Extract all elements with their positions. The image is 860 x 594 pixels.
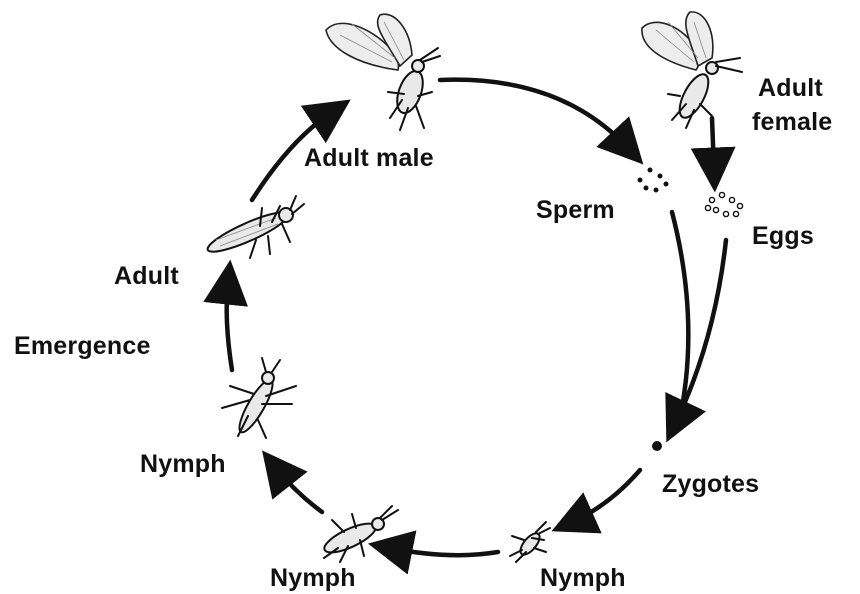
- adult-female-insect: [642, 12, 742, 128]
- arrow-male-to-sperm: [440, 80, 628, 148]
- nymph-small-insect: [510, 522, 550, 562]
- zygote-dot: [652, 441, 662, 451]
- arrow-nymph-to-nymph: [390, 548, 498, 555]
- eggs-cluster: [705, 192, 742, 216]
- label-eggs: Eggs: [752, 222, 814, 250]
- label-adult-female-line2: female: [752, 108, 832, 136]
- arrow-female-to-eggs: [712, 118, 714, 170]
- adult-wingless-insect: [204, 196, 304, 258]
- arrow-zygotes-to-nymph: [572, 470, 640, 522]
- label-adult-male: Adult male: [304, 144, 434, 172]
- label-adult: Adult: [114, 262, 179, 290]
- sperm-cluster: [638, 168, 669, 193]
- arrow-emergence: [227, 282, 232, 370]
- label-nymph-left: Nymph: [140, 450, 226, 478]
- label-sperm: Sperm: [536, 196, 615, 224]
- arrow-nymph-to-nymph-left: [276, 468, 322, 512]
- label-adult-female-line1: Adult: [758, 74, 823, 102]
- label-nymph-right: Nymph: [540, 564, 626, 592]
- nymph-bottom-insect: [321, 506, 398, 562]
- arrow-sperm-to-zygotes: [672, 212, 688, 418]
- adult-male-insect: [326, 14, 440, 130]
- label-emergence: Emergence: [14, 332, 151, 360]
- label-zygotes: Zygotes: [662, 470, 759, 498]
- label-nymph-bottom: Nymph: [270, 564, 356, 592]
